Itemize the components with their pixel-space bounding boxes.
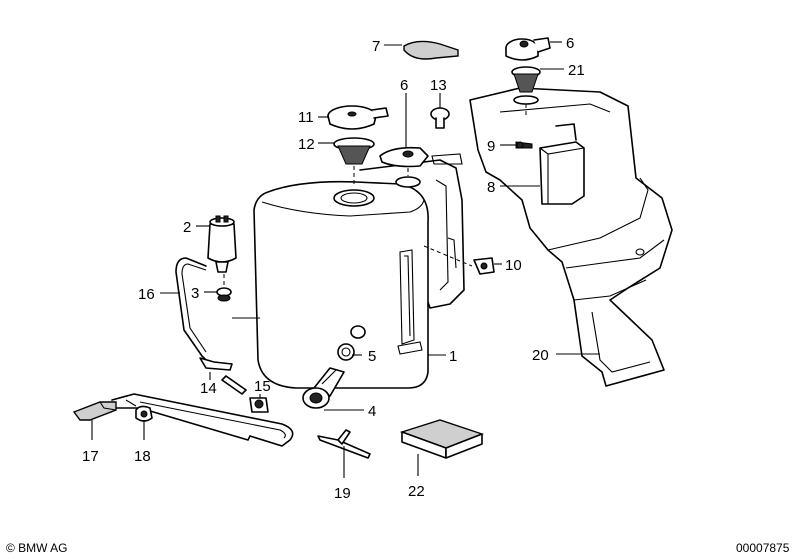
cap-part-6-right[interactable] [505,37,551,61]
cap-part-6-center[interactable] [379,146,429,188]
label-6-center: 6 [400,77,408,94]
label-6-right: 6 [566,35,574,52]
label-7: 7 [372,38,380,55]
label-5: 5 [368,348,376,365]
label-2: 2 [183,219,191,236]
label-4: 4 [368,403,376,420]
label-12: 12 [298,136,315,153]
label-13: 13 [430,77,447,94]
plug-part-13[interactable] [430,107,450,129]
cover-part-7[interactable] [403,40,459,60]
hose-line [111,393,294,447]
pad-part-22[interactable] [399,419,485,459]
sensor-part-4[interactable] [302,367,345,409]
label-21: 21 [568,62,585,79]
label-19: 19 [334,485,351,502]
label-18: 18 [134,448,151,465]
nozzle-part-15[interactable] [249,397,269,413]
strainer-part-12[interactable] [333,137,375,186]
label-1: 1 [449,348,457,365]
clamp-part-18[interactable] [125,399,153,422]
grommet-part-3[interactable] [216,274,232,302]
drawing-number: 00007875 [736,541,790,555]
callout-labels: 7 6 21 6 13 11 12 9 8 2 10 16 3 1 5 20 1… [82,35,585,502]
label-16: 16 [138,286,155,303]
screw-part-9[interactable] [431,141,533,165]
cap-part-11[interactable] [327,105,389,130]
label-20: 20 [532,347,549,364]
clip-part-10[interactable] [473,257,495,275]
label-8: 8 [487,179,495,196]
relay-part-8[interactable] [539,123,585,205]
label-9: 9 [487,138,495,155]
label-3: 3 [191,285,199,302]
expansion-reservoir-part-20[interactable] [469,87,673,387]
strainer-part-21[interactable] [511,66,541,118]
label-17: 17 [82,448,99,465]
pump-part-2[interactable] [207,215,237,273]
label-22: 22 [408,483,425,500]
washer-tank-part-1[interactable] [232,159,465,389]
label-11: 11 [298,109,314,126]
tee-part-17[interactable] [72,401,117,421]
seal-part-5[interactable] [337,325,366,361]
leader-lines [91,41,600,478]
connector-part-14[interactable] [199,357,247,395]
label-15: 15 [254,378,271,395]
label-14: 14 [200,380,217,397]
label-10: 10 [505,257,522,274]
hose-part-16[interactable] [175,257,207,361]
copyright-text: © BMW AG [6,541,68,555]
